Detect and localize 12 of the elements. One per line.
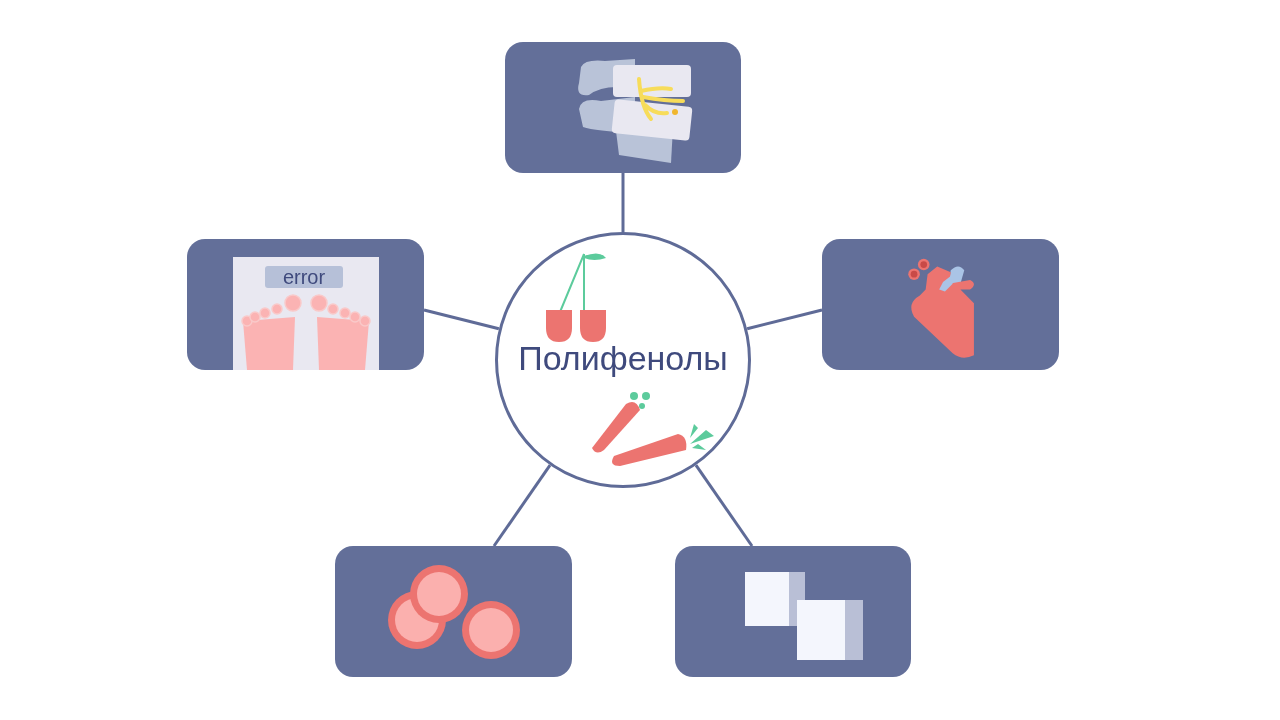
connector-line [492,464,552,547]
picture-card [675,546,911,677]
picture-card [187,239,424,370]
picture-card [822,239,1059,370]
connector-line [621,173,625,232]
node-title: Полифенолы [517,339,729,378]
connector-line [423,308,500,331]
connector-line [694,464,754,547]
scale-display: error [265,266,343,288]
picture-card [335,546,572,677]
picture-card [505,42,741,173]
connector-line [746,308,823,331]
